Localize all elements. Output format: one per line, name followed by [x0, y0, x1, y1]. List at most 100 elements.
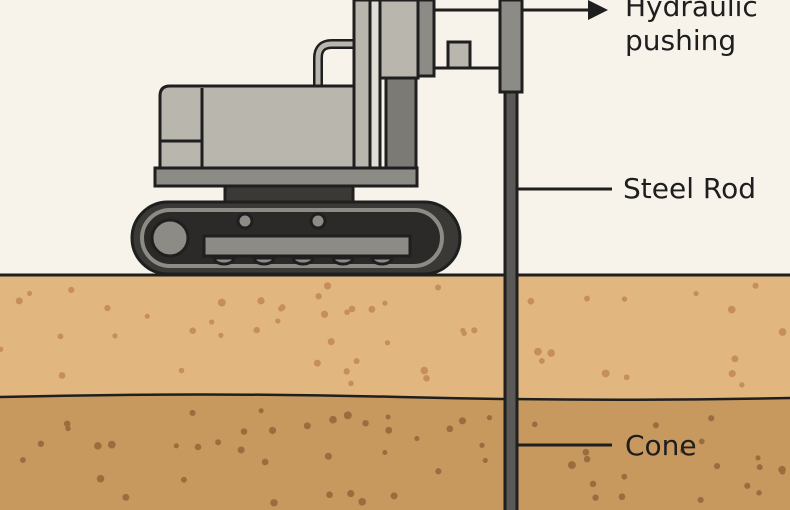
soil-grain [621, 296, 628, 302]
soil-grain [779, 469, 786, 475]
soil-grain [258, 408, 264, 414]
soil-grain [320, 310, 329, 318]
soil-grain [567, 461, 576, 470]
soil-grain [744, 482, 751, 489]
soil-grain [435, 284, 442, 291]
soil-grain [180, 476, 187, 483]
soil-grain [268, 426, 277, 435]
soil-grain [679, 448, 686, 454]
soil-grain [353, 358, 360, 365]
soil-grain [178, 367, 185, 374]
engine-housing [158, 84, 362, 170]
soil-grain [697, 496, 704, 504]
soil-grain [486, 415, 493, 421]
label-pushing: pushing [625, 24, 736, 57]
soil-grain [303, 422, 311, 430]
soil-grain [538, 358, 545, 364]
track-rollers [212, 256, 394, 266]
soil-grain [218, 332, 224, 338]
soil-grain [189, 327, 197, 334]
upper-soil-layer [0, 275, 790, 400]
soil-grain [362, 419, 369, 427]
platform [153, 166, 419, 188]
soil-grain [385, 426, 393, 434]
soil-grain [270, 499, 278, 507]
soil-grain [582, 448, 590, 456]
soil-grain [104, 304, 111, 312]
soil [0, 273, 790, 510]
soil-grain [584, 295, 590, 302]
soil-grain [19, 457, 26, 463]
soil-grain [755, 455, 761, 461]
drive-sprocket [150, 218, 190, 258]
soil-grain [348, 380, 354, 387]
soil-grain [592, 494, 599, 501]
soil-grain [698, 438, 705, 445]
soil-grain [347, 490, 355, 498]
cylinder-lower [384, 76, 418, 172]
soil-grain [756, 464, 763, 471]
soil-grain [778, 328, 787, 336]
soil-grain [240, 428, 248, 435]
soil-grain [329, 415, 337, 424]
turntable [223, 184, 355, 204]
soil-grain [215, 439, 222, 446]
soil-grain [63, 420, 71, 428]
soil-grain [384, 340, 391, 346]
soil-grain [58, 372, 66, 379]
soil-grain [278, 305, 284, 312]
soil-grain [275, 318, 281, 324]
soil-grain [324, 452, 332, 460]
arrow-head-icon [588, 0, 608, 20]
soil-grain [315, 293, 322, 300]
soil-grain [621, 473, 628, 480]
soil-grain [414, 436, 420, 442]
cylinder-housing [378, 0, 420, 80]
soil-grain [534, 347, 542, 356]
soil-grain [390, 492, 398, 500]
soil-grain [756, 490, 762, 496]
soil-grain [358, 497, 366, 506]
soil-grain [96, 474, 105, 483]
soil-grain [344, 309, 350, 316]
idler-roller [309, 212, 327, 230]
soil-grain [57, 333, 64, 340]
soil-grain [257, 297, 265, 305]
soil-grain [482, 457, 488, 463]
soil-grain [194, 443, 202, 451]
soil-grain [420, 366, 429, 375]
soil-grain [547, 349, 555, 357]
soil-grain [122, 493, 130, 501]
soil-grain [189, 409, 196, 416]
soil-grain [209, 319, 215, 325]
soil-grain [368, 305, 376, 313]
clamp-block [416, 0, 436, 78]
clamp-head [446, 40, 472, 70]
soil-grain [68, 286, 75, 294]
soil-grain [527, 297, 535, 305]
soil-grain [313, 359, 321, 367]
soil-grain [15, 297, 23, 305]
soil-grain [144, 313, 150, 319]
soil-grain [382, 449, 388, 455]
soil-grain [326, 491, 333, 499]
soil-grain [752, 282, 759, 289]
soil-grain [37, 440, 45, 447]
soil-grain [708, 415, 715, 422]
steel-rod [503, 90, 519, 510]
soil-grain [343, 368, 350, 375]
soil-grain [323, 282, 332, 290]
soil-grain [739, 382, 745, 388]
soil-grain [112, 333, 118, 339]
soil-grain [623, 374, 630, 381]
soil-grain [652, 422, 659, 429]
soil-grain [253, 326, 260, 334]
soil-grain [423, 375, 430, 382]
mast-column [352, 0, 372, 170]
soil-grain [728, 369, 736, 378]
idler-roller [236, 212, 254, 230]
soil-grain [589, 480, 597, 488]
soil-grain [731, 355, 739, 363]
soil-grain [458, 417, 467, 425]
soil-grain [327, 338, 335, 346]
